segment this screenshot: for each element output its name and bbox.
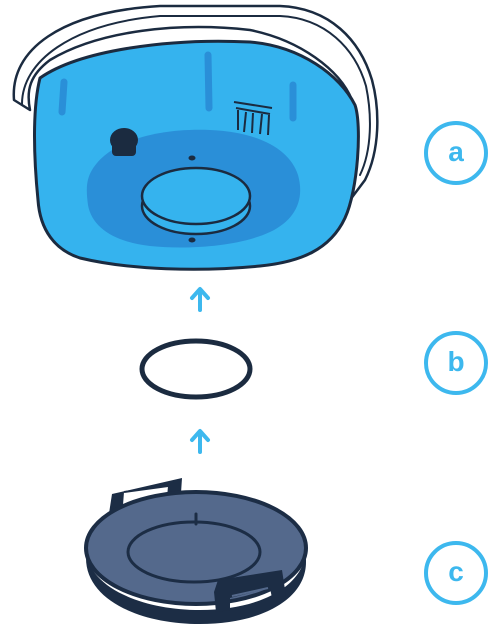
part-label-b-badge: b	[424, 331, 488, 395]
part-label-a: a	[448, 136, 464, 167]
screw-hole-top	[188, 155, 196, 161]
arrow-up-icon	[190, 429, 210, 454]
part-label-b: b	[447, 346, 465, 377]
part-label-a-badge: a	[424, 121, 488, 185]
housing-ribs	[58, 51, 297, 122]
part-label-c: c	[448, 556, 464, 587]
cap-inner-ring	[126, 520, 262, 584]
retaining-cap-part-c	[84, 478, 308, 624]
housing-plug	[110, 128, 138, 156]
arrow-up-icon	[190, 287, 210, 312]
recycle-mark-icon	[233, 101, 273, 136]
housing-boss	[140, 166, 252, 236]
screw-hole-bottom	[188, 237, 196, 243]
o-ring-part-b	[139, 338, 253, 400]
cap-rim-side	[86, 548, 306, 624]
part-label-c-badge: c	[424, 541, 488, 605]
housing-rim-inner	[21, 15, 371, 176]
housing-part-a	[12, 4, 379, 271]
